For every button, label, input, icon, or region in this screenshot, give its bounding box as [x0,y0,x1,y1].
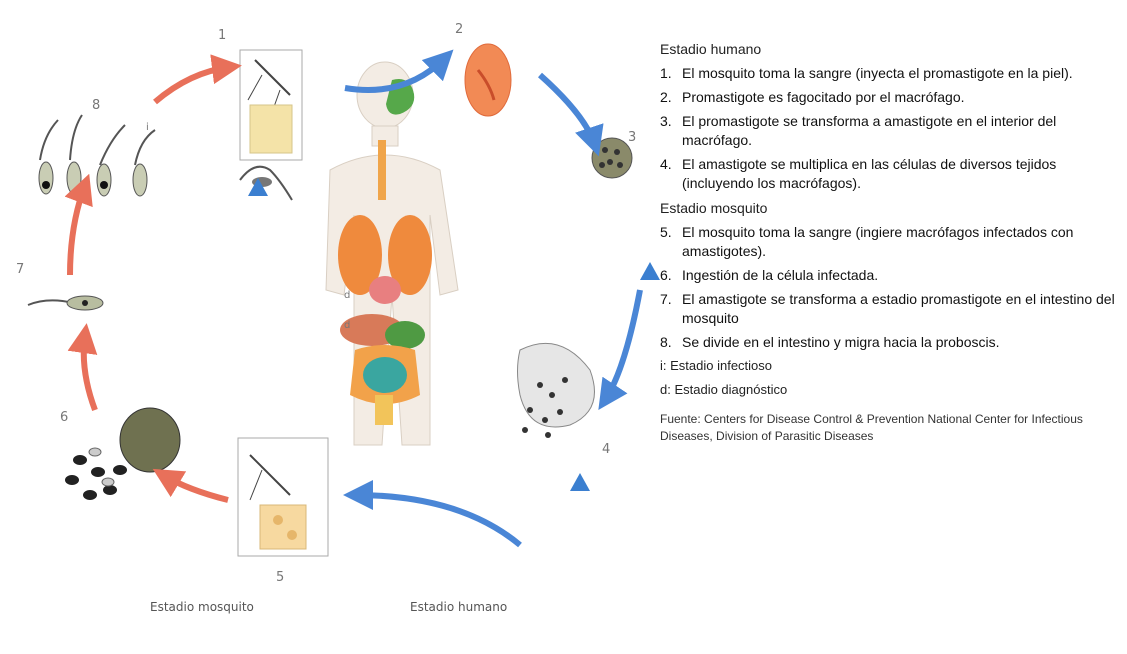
step4-ruptured-cell [518,343,595,438]
step-number-3: 3 [628,130,636,145]
legend-step: 1.El mosquito toma la sangre (inyecta el… [660,64,1120,83]
legend-step: 4.El amastigote se multiplica en las cél… [660,155,1120,193]
legend-panel: Estadio humano 1.El mosquito toma la san… [660,40,1120,445]
legend-step: 2.Promastigote es fagocitado por el macr… [660,88,1120,107]
diagnostic-stage-key: d: Estadio diagnóstico [660,381,1120,399]
step1-mosquito-bite-box [240,50,302,200]
caption-mosquito-stage: Estadio mosquito [150,600,254,614]
legend-step: 6.Ingestión de la célula infectada. [660,266,1120,285]
infective-stage-label: i [146,122,149,133]
caption-human-stage: Estadio humano [410,600,507,614]
arrow-6-to-7 [84,335,95,410]
step5-mosquito-box [238,438,328,556]
diagnostic-marker-2 [640,262,660,280]
step6-infected-cells [65,408,180,500]
step-number-6: 6 [60,410,68,425]
small-intestine-organ [363,357,407,393]
step-number-4: 4 [602,442,610,457]
legend-step: 7.El amastigote se transforma a estadio … [660,290,1120,328]
esophagus-organ [378,140,386,200]
step-number-8: 8 [92,98,100,113]
arrow-2-to-3 [540,75,595,145]
legend-step: 5.El mosquito toma la sangre (ingiere ma… [660,223,1120,261]
human-body-figure [326,62,458,445]
step7-promastigote [28,296,103,310]
step-number-7: 7 [16,262,24,277]
step3-infected-macrophage [592,138,632,178]
legend-step: 3.El promastigote se transforma a amasti… [660,112,1120,150]
arrow-8-to-1 [155,67,230,102]
heart-organ [369,276,401,304]
diagnostic-marker-3 [570,473,590,491]
legend-step: 8.Se divide en el intestino y migra haci… [660,333,1120,352]
life-cycle-diagram: 1 2 3 4 5 6 7 8 i d d Estadio mosquito E… [0,0,660,649]
step-number-2: 2 [455,22,463,37]
arrow-4-to-5 [355,495,520,545]
diagnostic-stage-label-2: d [344,320,350,331]
arrow-7-to-8 [70,185,85,275]
human-stage-title: Estadio humano [660,40,1120,59]
infective-stage-key: i: Estadio infectioso [660,357,1120,375]
step-number-1: 1 [218,28,226,43]
source-credit: Fuente: Centers for Disease Control & Pr… [660,411,1120,445]
mosquito-stage-title: Estadio mosquito [660,199,1120,218]
step2-macrophage [465,44,511,116]
step-number-5: 5 [276,570,284,585]
stomach-organ [385,321,425,349]
diagnostic-stage-label-1: d [344,290,350,301]
arrow-3-to-4 [605,290,640,400]
step8-promastigotes [39,115,155,196]
arrow-5-to-6 [163,475,228,500]
